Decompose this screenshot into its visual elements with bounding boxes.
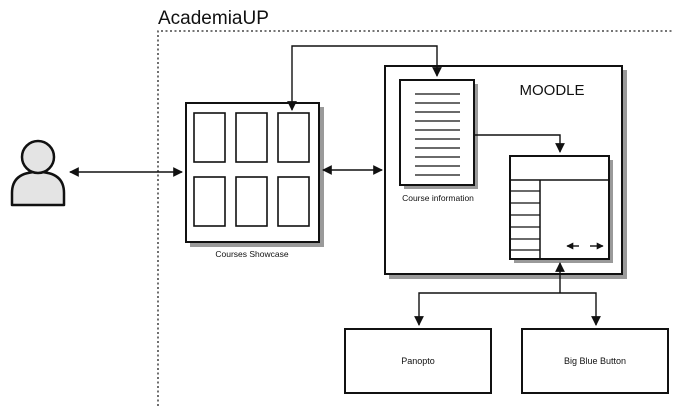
user-icon bbox=[10, 139, 66, 207]
big-blue-button-box: Big Blue Button bbox=[521, 328, 669, 394]
course-card bbox=[277, 112, 310, 163]
courses-showcase: Courses Showcase bbox=[185, 102, 324, 259]
course-information-document: Course information bbox=[399, 79, 478, 203]
course-information-label: Course information bbox=[402, 193, 474, 203]
course-card bbox=[277, 176, 310, 227]
panopto-box: Panopto bbox=[344, 328, 492, 394]
boundary-title: AcademiaUP bbox=[158, 8, 269, 29]
academiaup-boundary: AcademiaUP bbox=[157, 8, 673, 406]
hub-bbb-arrow bbox=[560, 292, 601, 326]
course-card bbox=[235, 176, 268, 227]
panopto-label: Panopto bbox=[401, 356, 435, 366]
course-info-table-arrow bbox=[474, 134, 565, 153]
big-blue-button-label: Big Blue Button bbox=[564, 356, 626, 366]
moodle-title: MOODLE bbox=[519, 82, 584, 99]
courses-showcase-label: Courses Showcase bbox=[215, 249, 289, 259]
course-card bbox=[193, 112, 226, 163]
connectors bbox=[69, 45, 601, 326]
course-card bbox=[193, 176, 226, 227]
course-card bbox=[235, 112, 268, 163]
hub-panopto-arrow bbox=[414, 292, 560, 326]
moodle-table bbox=[509, 155, 613, 263]
showcase-course-info-arrow bbox=[287, 45, 442, 111]
